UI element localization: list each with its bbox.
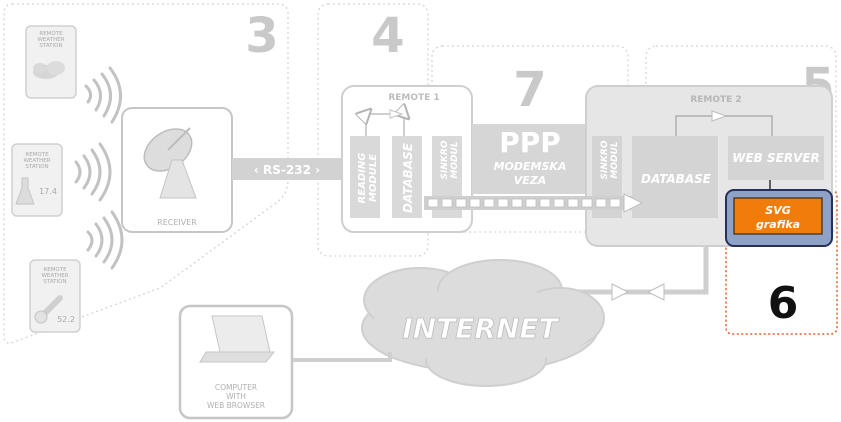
station-2-line3: STATION xyxy=(25,164,48,170)
weather-station-2: REMOTE WEATHER STATION 17.4 xyxy=(11,143,63,217)
section-5-outline xyxy=(645,45,837,235)
reading-module-line2: MODULE xyxy=(368,154,379,202)
station-3-line3: STATION xyxy=(43,279,66,285)
database-1-label: DATABASE xyxy=(401,142,415,213)
radio-waves-icon xyxy=(74,66,124,270)
remote-2-title: REMOTE 2 xyxy=(690,95,741,105)
reading-module-block xyxy=(350,136,380,218)
computer-line2: WITH xyxy=(226,392,246,401)
sinkro-1-line1: SINKRO xyxy=(440,140,450,179)
ppp-line2: VEZA xyxy=(514,174,547,187)
ppp-line1: MODEMSKA xyxy=(494,160,567,173)
station-3-line1: REMOTE xyxy=(43,267,67,273)
web-server-label: WEB SERVER xyxy=(732,151,820,165)
flask-icon xyxy=(15,177,35,205)
svg-grafika-box: SVG grafika xyxy=(725,189,833,247)
section-number-7: 7 xyxy=(513,62,546,118)
rs232-link: ‹ RS-232 › xyxy=(232,158,342,180)
section-3-outline xyxy=(3,3,289,344)
station-1-line2: WEATHER xyxy=(37,37,64,43)
sinkro-2-line2: MODUL xyxy=(610,141,620,178)
database-2-block xyxy=(632,136,718,218)
computer-line1: COMPUTER xyxy=(215,383,257,392)
ppp-title: PPP xyxy=(499,126,561,159)
internet-cloud: INTERNET xyxy=(361,259,605,387)
remote-1-box: REMOTE 1 READING MODULE DATABASE SINKRO … xyxy=(341,85,473,233)
database-1-block xyxy=(392,136,422,218)
remote-1-loop-arrow xyxy=(366,114,404,136)
thermometer-icon xyxy=(34,295,63,324)
sinkro-2-line1: SINKRO xyxy=(600,140,610,179)
svg-grafika-line2: grafika xyxy=(756,218,800,231)
section-number-6: 6 xyxy=(768,278,799,329)
computer-line3: WEB BROWSER xyxy=(207,401,265,410)
station-1-line3: STATION xyxy=(39,43,62,49)
rs232-label: ‹ RS-232 › xyxy=(254,163,320,177)
internet-label: INTERNET xyxy=(402,312,559,345)
station-3-line2: WEATHER xyxy=(41,273,68,279)
sync-data-pipe xyxy=(424,193,644,213)
database-2-label: DATABASE xyxy=(641,172,712,186)
section-number-3: 3 xyxy=(245,8,278,64)
cloud-icon xyxy=(33,61,65,79)
svg-grafika-line1: SVG xyxy=(765,204,790,217)
ppp-link: PPP MODEMSKA VEZA xyxy=(472,124,586,194)
reading-module-line1: READING xyxy=(357,153,368,204)
station-2-line2: WEATHER xyxy=(23,158,50,164)
laptop-icon xyxy=(199,315,276,363)
station-2-line1: REMOTE xyxy=(25,152,49,158)
computer-box: COMPUTER WITH WEB BROWSER xyxy=(178,304,294,420)
weather-station-1: REMOTE WEATHER STATION xyxy=(25,25,77,99)
internet-computer-link xyxy=(290,352,392,362)
section-7-outline xyxy=(431,45,629,233)
satellite-dish-icon xyxy=(143,127,197,199)
weather-station-3: REMOTE WEATHER STATION 52.2 xyxy=(29,259,81,333)
receiver-box: RECEIVER xyxy=(121,107,233,233)
receiver-label: RECEIVER xyxy=(157,218,197,227)
remote-1-title: REMOTE 1 xyxy=(388,93,439,103)
sinkro-1-line2: MODUL xyxy=(450,141,460,178)
section-number-4: 4 xyxy=(371,8,404,64)
station-1-line1: REMOTE xyxy=(39,31,63,37)
station-3-reading: 52.2 xyxy=(57,315,75,324)
web-server-block xyxy=(728,136,824,180)
station-2-reading: 17.4 xyxy=(39,187,57,196)
